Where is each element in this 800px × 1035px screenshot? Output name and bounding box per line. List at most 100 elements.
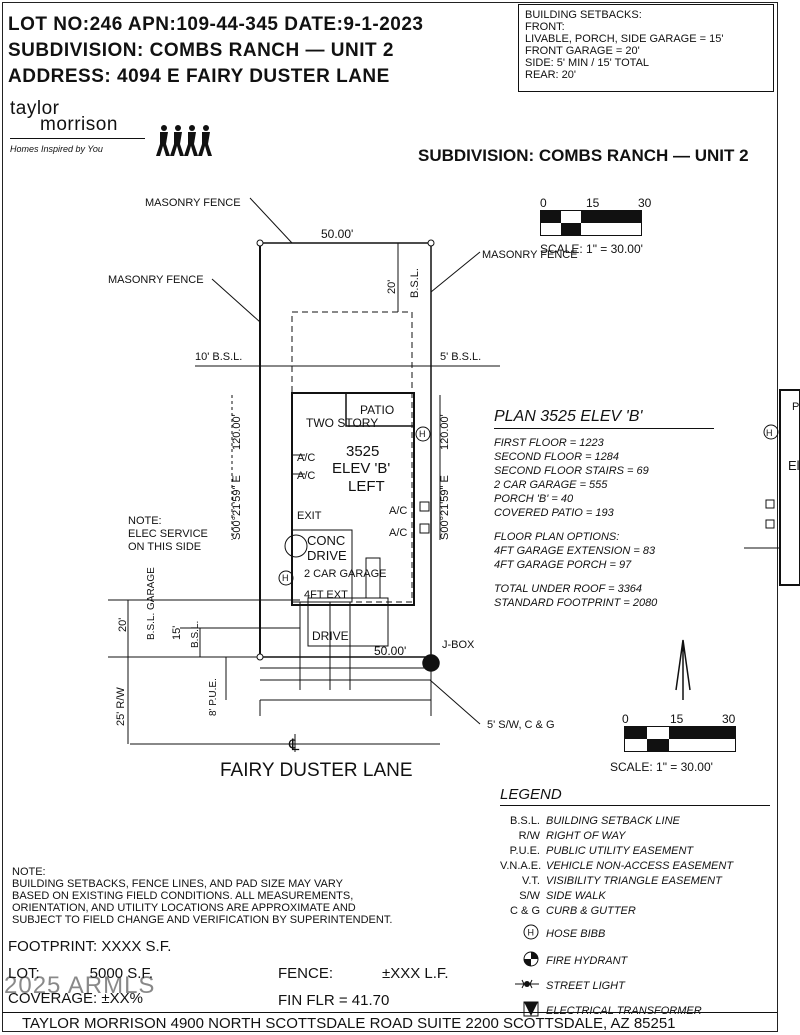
legend-desc: BUILDING SETBACK LINE	[546, 815, 680, 827]
legend-abbr: R/W	[518, 830, 540, 842]
hose-bibb-icon: H	[282, 573, 289, 583]
fire-hydrant-icon	[523, 951, 539, 967]
setbacks-box: BUILDING SETBACKS: FRONT: LIVABLE, PORCH…	[518, 4, 774, 92]
legend-symbol: FIRE HYDRANT	[500, 950, 770, 973]
elec-note: ELEC SERVICE	[128, 528, 208, 540]
plan-area: COVERED PATIO = 193	[494, 507, 614, 519]
plan-total: STANDARD FOOTPRINT = 2080	[494, 597, 658, 609]
scale-tick: 30	[638, 196, 652, 210]
legend-title: LEGEND	[500, 786, 770, 806]
plan-info: PLAN 3525 ELEV 'B' FIRST FLOOR = 1223 SE…	[494, 408, 714, 609]
right-bsl: 5' B.S.L.	[440, 351, 481, 363]
fifteen-bsl: 15'	[171, 626, 183, 640]
footer-divider	[2, 1012, 777, 1013]
elec-note: ON THIS SIDE	[128, 541, 201, 553]
legend-item: P.U.E. PUBLIC UTILITY EASEMENT	[500, 844, 770, 859]
rear-bsl-label: B.S.L.	[409, 268, 421, 298]
plan-options-title: FLOOR PLAN OPTIONS:	[494, 531, 620, 543]
legend-item: V.T.VISIBILITY TRIANGLE EASEMENT	[500, 874, 770, 889]
svg-text:H: H	[528, 928, 535, 938]
legend-abbr: B.S.L.	[510, 815, 540, 827]
scale-tick: 30	[722, 712, 736, 726]
left-bsl: 10' B.S.L.	[195, 351, 242, 363]
adjacent-lot-partial: P	[792, 401, 799, 413]
scale-top: 0 15 30 SCALE: 1" = 30.00'	[540, 196, 660, 256]
setbacks-title: BUILDING SETBACKS:	[525, 9, 642, 21]
scale-tick: 0	[540, 196, 547, 210]
legend-abbr: P.U.E.	[509, 845, 540, 857]
legend-abbr: V.T.	[522, 875, 540, 887]
depth-left: 120.00'	[231, 414, 243, 450]
legend-item: B.S.L. BUILDING SETBACK LINE	[500, 814, 770, 829]
plan-option: 4FT GARAGE PORCH = 97	[494, 559, 632, 571]
note-line: SUBJECT TO FIELD CHANGE AND VERIFICATION…	[12, 914, 393, 926]
legend-abbr: C & G	[510, 905, 540, 917]
plan-area: FIRST FLOOR = 1223	[494, 437, 604, 449]
plan-title: PLAN 3525 ELEV 'B'	[494, 408, 714, 429]
legend-symbol: STREET LIGHT	[500, 977, 770, 996]
fence-value: ±XXX L.F.	[382, 965, 449, 982]
scale-tick: 0	[622, 712, 629, 726]
fifteen-bsl-label: B.S.L.	[190, 621, 201, 648]
note-line: ORIENTATION, AND UTILITY LOCATIONS ARE A…	[12, 902, 356, 914]
legend-item: R/W RIGHT OF WAY	[500, 829, 770, 844]
setbacks-line: SIDE: 5' MIN / 15' TOTAL	[525, 57, 650, 69]
depth-right: 120.00'	[439, 414, 451, 450]
fourft-ext-label: 4FT EXT	[304, 589, 348, 601]
legend-symbol: H HOSE BIBB	[500, 923, 770, 946]
legend-desc: CURB & GUTTER	[546, 905, 636, 917]
legend: LEGEND B.S.L. BUILDING SETBACK LINE R/W RI…	[500, 786, 770, 1023]
elev-label: ELEV 'B'	[332, 460, 390, 477]
ac-label: A/C	[297, 470, 315, 482]
sw-label: 5' S/W, C & G	[487, 719, 555, 731]
setbacks-line: REAR: 20'	[525, 69, 577, 81]
masonry-fence-label-left: MASONRY FENCE	[108, 274, 204, 286]
fin-floor-label: FIN FLR = 41.70	[278, 992, 390, 1009]
ac-label: A/C	[297, 452, 315, 464]
brand-tagline: Homes Inspired by You	[10, 144, 103, 154]
street-light-icon	[515, 979, 539, 989]
centerline-symbol: ℄	[288, 737, 300, 754]
legend-desc: FIRE HYDRANT	[546, 955, 628, 967]
legend-item: C & G CURB & GUTTER	[500, 904, 770, 919]
brand-name-bottom: morrison	[40, 114, 118, 135]
legend-desc: RIGHT OF WAY	[546, 830, 626, 842]
jbox-label: J-BOX	[442, 639, 475, 651]
note-line: BUILDING SETBACKS, FENCE LINES, AND PAD …	[12, 878, 343, 890]
setbacks-line: LIVABLE, PORCH, SIDE GARAGE = 15'	[525, 33, 724, 45]
legend-abbr: V.N.A.E.	[500, 860, 542, 872]
plan-area: SECOND FLOOR STAIRS = 69	[494, 465, 649, 477]
note-line: BASED ON EXISTING FIELD CONDITIONS. ALL …	[12, 890, 354, 902]
elec-note: NOTE:	[128, 515, 162, 527]
plan-area: PORCH 'B' = 40	[494, 493, 574, 505]
plan-option: 4FT GARAGE EXTENSION = 83	[494, 545, 656, 557]
subdivision-label: SUBDIVISION: COMBS RANCH — UNIT 2	[418, 146, 749, 165]
note-title: NOTE:	[12, 866, 46, 878]
orientation-label: LEFT	[348, 478, 385, 495]
coverage-label: COVERAGE: ±XX%	[8, 990, 143, 1007]
patio-outline	[345, 392, 415, 427]
company-address: TAYLOR MORRISON 4900 NORTH SCOTTSDALE RO…	[22, 1015, 676, 1032]
scale-tick: 15	[670, 712, 684, 726]
bearing-right: S00°21'59" E	[439, 475, 451, 540]
hose-bibb-icon: H	[766, 428, 773, 438]
setbacks-line: FRONT:	[525, 21, 565, 33]
garage-outline	[291, 529, 353, 603]
brand-name-top: taylor	[10, 98, 60, 119]
masonry-fence-label-right: MASONRY FENCE	[482, 249, 578, 261]
lot-size-label: LOT: 5000 S.F.	[8, 965, 154, 982]
plan-total: TOTAL UNDER ROOF = 3364	[494, 583, 643, 595]
legend-abbr: S/W	[519, 890, 540, 902]
legend-desc: PUBLIC UTILITY EASEMENT	[546, 845, 694, 857]
adjacent-lot-partial: El	[788, 458, 800, 473]
drive-label: DRIVE	[307, 548, 347, 563]
rear-bsl: 20'	[386, 280, 398, 294]
drive-outline	[307, 597, 389, 647]
brand-underline	[10, 138, 145, 139]
setbacks-line: FRONT GARAGE = 20'	[525, 45, 640, 57]
ac-label: A/C	[389, 527, 407, 539]
hose-bibb-icon: H	[523, 924, 539, 940]
people-logo-icon	[156, 125, 212, 156]
two-story-label: TWO STORY	[306, 416, 378, 430]
